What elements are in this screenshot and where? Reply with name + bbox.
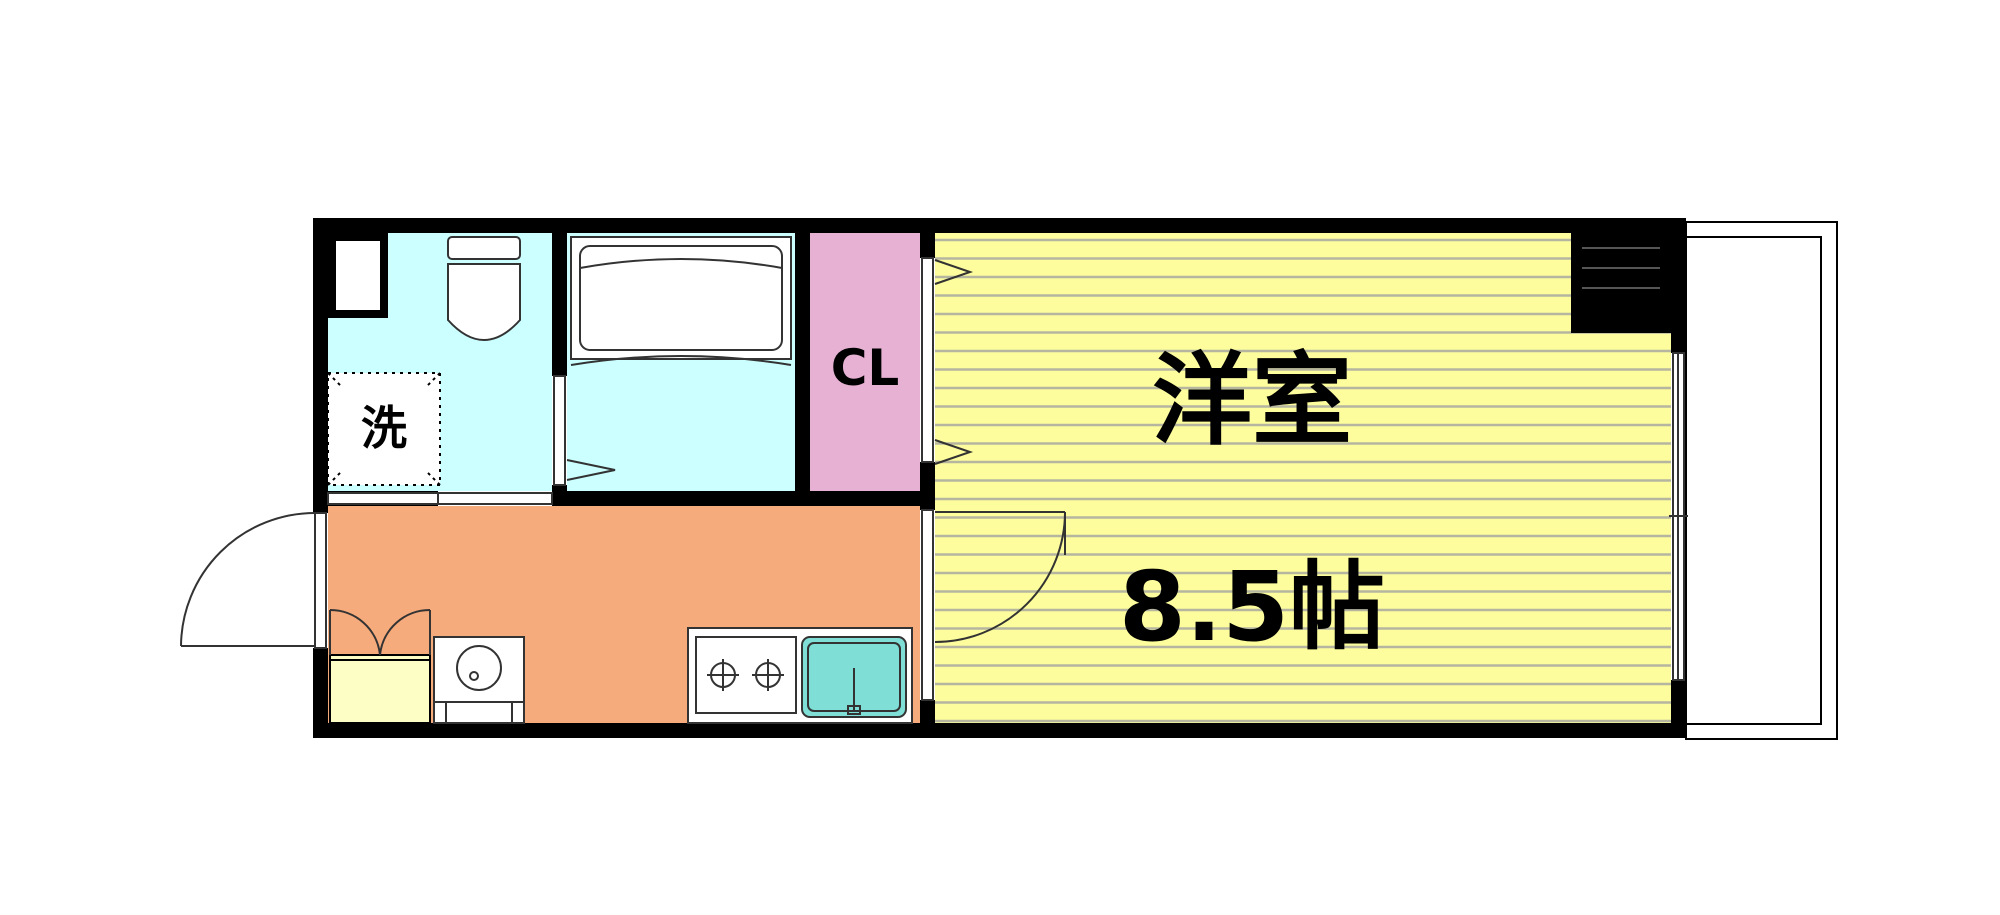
toilet-icon <box>447 236 521 341</box>
kitchen-sink-icon <box>801 636 907 718</box>
storage-box-inner <box>336 241 380 310</box>
bath-door <box>553 375 616 486</box>
bathroom-sink-icon <box>433 636 525 724</box>
bathtub-icon <box>570 236 792 366</box>
right-window <box>1669 352 1688 681</box>
closet-floor <box>810 233 920 491</box>
stove-icon <box>687 627 913 724</box>
shoe-storage-doors <box>329 608 431 656</box>
western-room-stripes <box>935 238 1671 723</box>
balcony <box>1685 221 1838 740</box>
western-room-label: 洋室 <box>1152 342 1352 459</box>
closet-doors <box>921 257 974 465</box>
western-room-door <box>921 509 1066 701</box>
western-room-size: 8.5帖 <box>1119 551 1385 663</box>
washroom-label: 洗 <box>361 401 407 455</box>
shoe-storage <box>329 654 431 724</box>
washing-machine-space <box>327 372 441 486</box>
entrance-door <box>180 512 327 649</box>
washroom-door <box>327 492 553 505</box>
closet-label: CL <box>831 339 900 397</box>
